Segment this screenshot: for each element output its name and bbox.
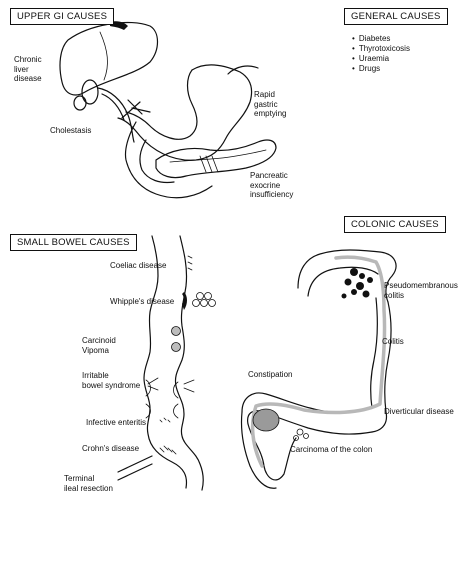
infective-mark — [159, 417, 171, 423]
infective-enteritis-label: Infective enteritis — [86, 418, 147, 427]
pancreas-drawing — [155, 139, 277, 179]
upper-gi-panel-title: UPPER GI CAUSES — [10, 8, 115, 25]
label-line: Pancreatic — [250, 171, 288, 180]
irritable-bowel-syndrome-label: Irritable bowel syndrome — [82, 371, 140, 390]
whipple-band-mark — [182, 292, 187, 310]
cholestasis-cross-mark — [121, 99, 143, 119]
label-line: emptying — [254, 109, 287, 118]
label-line: Chronic — [14, 55, 42, 64]
label-line: Rapid — [254, 90, 275, 99]
pancreatic-insufficiency-label: Pancreatic exocrine insufficiency — [250, 171, 293, 200]
list-item: Drugs — [352, 64, 410, 74]
carcinoma-mass — [252, 408, 280, 432]
label-line: Pseudomembranous — [384, 281, 458, 290]
pseudomembranous-colitis-label: Pseudomembranous colitis — [384, 281, 458, 300]
carcinoid-nodule — [171, 342, 181, 352]
pseudomembranous-plaques — [341, 268, 373, 299]
terminal-ileal-resection-label: Terminal ileal resection — [64, 474, 113, 493]
crohns-mark — [159, 445, 177, 455]
label-line: Carcinoid — [82, 336, 116, 345]
carcinoma-of-colon-label: Carcinoma of the colon — [290, 445, 373, 454]
cholestasis-label: Cholestasis — [50, 126, 92, 135]
label-line: gastric — [254, 99, 278, 109]
label-line: disease — [14, 74, 42, 83]
ibs-arrow — [183, 379, 195, 393]
label-line: exocrine — [250, 180, 281, 190]
list-item: Thyrotoxicosis — [352, 44, 410, 54]
label-line: liver — [14, 64, 29, 74]
liver-drawing — [59, 21, 159, 96]
stomach-drawing — [117, 64, 259, 199]
colonic-panel-title: COLONIC CAUSES — [344, 216, 446, 233]
rapid-gastric-emptying-label: Rapid gastric emptying — [254, 90, 286, 119]
label-line: colitis — [384, 290, 405, 300]
colitis-label: Colitis — [382, 337, 404, 346]
label-line: Terminal — [64, 474, 95, 483]
list-item: Diabetes — [352, 34, 410, 44]
constipation-label: Constipation — [248, 370, 293, 379]
label-line: ileal resection — [64, 483, 113, 493]
ibs-arrow — [147, 377, 159, 391]
diverticula — [293, 428, 309, 441]
crohns-disease-label: Crohn's disease — [82, 444, 140, 453]
colon-drawing — [240, 249, 397, 489]
resection-mark — [117, 455, 153, 481]
gastric-cross-mark — [131, 107, 151, 113]
whipple-particles — [192, 292, 216, 307]
diverticular-disease-label: Diverticular disease — [384, 407, 454, 416]
general-causes-list: Diabetes Thyrotoxicosis Uraemia Drugs — [352, 34, 410, 74]
label-line: Vipoma — [82, 345, 109, 355]
carcinoid-vipoma-label: Carcinoid Vipoma — [82, 336, 116, 355]
label-line: bowel syndrome — [82, 380, 141, 390]
carcinoid-nodule — [171, 326, 181, 336]
list-item: Uraemia — [352, 54, 410, 64]
general-panel-title: GENERAL CAUSES — [344, 8, 448, 25]
label-line: Irritable — [82, 371, 109, 380]
small-bowel-panel-title: SMALL BOWEL CAUSES — [10, 234, 137, 251]
whipples-disease-label: Whipple's disease — [110, 297, 175, 306]
label-line: insufficiency — [250, 190, 294, 199]
coeliac-villi-mark — [187, 255, 193, 271]
chronic-liver-disease-label: Chronic liver disease — [14, 55, 42, 84]
coeliac-disease-label: Coeliac disease — [110, 261, 167, 270]
